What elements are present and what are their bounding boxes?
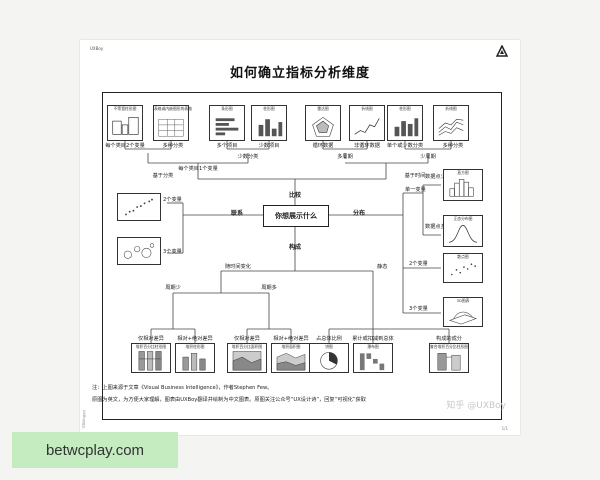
label-cat-two-vars: 每个类目2个变量 [105,143,145,149]
label-static: 静态 [377,264,388,270]
center-question-box: 你想展示什么 [263,205,329,227]
page-number: 1/1 [501,426,508,431]
chart-box-radar: 雷达图 [305,105,341,141]
label-single-or-few: 单个或少数分类 [386,143,424,149]
page-title: 如何确立指标分析维度 [229,66,370,81]
label-relation: 联系 [230,210,244,217]
chart-box-3d: 3D图表 [443,297,483,327]
chart-box-variable-width-column: 不等宽柱形图 [107,105,143,141]
chart-box-column-1: 柱形图 [251,105,287,141]
label-one-var-per-item: 每个类目1个变量 [178,166,218,172]
label-dist-two-vars: 2个变量 [409,261,428,267]
chart-box-stacked-area: 堆积面积图 [271,343,311,373]
label-many-kinds: 多种分类 [442,143,464,149]
label-composition: 构成 [288,244,302,251]
label-comp-4: 占总体比例 [316,336,342,342]
chart-box-waterfall: 瀑布图 [353,343,393,373]
chart-box-scatter-distribution: 散点图 [443,253,483,283]
label-many-cats: 多种分类 [162,143,184,149]
translation-note: 原图为英文，为方便大家理解，图表由UXBoy翻译并绘制为中文图表。原图关注公众号… [92,397,366,403]
chart-box-pie: 饼图 [309,343,349,373]
chart-box-column-2: 柱形图 [387,105,423,141]
label-comp-0: 仅相对差异 [138,336,164,342]
label-change-over-time: 随时间变化 [225,264,251,270]
label-distribution: 分布 [352,210,366,217]
chart-box-bar: 条形图 [209,105,245,141]
zhihu-watermark: 知乎 @UXBoy [446,401,506,411]
label-non-cyclic: 非循环数据 [354,143,380,149]
label-many-items: 多个项目 [216,143,238,149]
chart-box-histogram: 直方图 [443,169,483,201]
label-dist-three-vars: 3个变量 [409,306,428,312]
label-comp-6: 构成的成分 [436,336,462,342]
chart-box-stacked-pct-area: 堆积百分比面积图 [227,343,267,373]
label-many-periods: 多周期 [337,154,353,160]
label-comp-3: 相对+绝对差异 [273,336,309,342]
label-many-periods-comp: 周期多 [261,285,277,291]
chart-box-composite-stacked: 复合堆积百分比柱形图 [429,343,469,373]
site-banner[interactable]: betwcplay.com [12,432,178,468]
chart-box-bubble [117,237,161,265]
brand-label: UXBoy [90,46,104,51]
label-comp-2: 仅相对差异 [234,336,260,342]
diagram-frame: 不等宽柱形图 表格或内嵌图形的表格 条形图 柱形图 雷达图 折线图 柱形图 折 [102,92,502,420]
chart-box-line-1: 折线图 [349,105,385,141]
label-relation-three-vars: 3个变量 [163,249,182,255]
label-comp-5: 累计或扣减到总体 [352,336,394,342]
label-few-periods-comp: 周期少 [165,285,181,291]
chart-box-table-embedded: 表格或内嵌图形的表格 [153,105,192,141]
chart-box-stacked-pct-column: 堆积百分比柱形图 [131,343,171,373]
source-note: 注：上图来源于文章《Visual Business Intelligence》，… [92,385,273,391]
label-relation-two-vars: 2个变量 [163,197,182,203]
label-by-category: 基于分类 [152,173,174,179]
label-cyclic: 循环数据 [312,143,334,149]
label-comp-1: 相对+绝对差异 [177,336,213,342]
chart-box-scatter-relation [117,193,161,221]
label-compare: 比较 [288,192,302,199]
side-vertical-text: UXBoy设计 [82,410,86,429]
chart-box-stacked-column: 堆积柱形图 [175,343,215,373]
document-page: UXBoy 如何确立指标分析维度 [80,40,520,435]
label-few-items: 少数项目 [258,143,280,149]
label-one-var: 单一变量 [405,187,426,193]
label-few-periods: 少周期 [420,154,436,160]
chart-box-line-2: 折线图 [433,105,469,141]
chart-box-normal-distribution: 正态分布图 [443,215,483,247]
triangle-logo-icon [496,45,508,57]
site-banner-text: betwcplay.com [45,441,145,459]
connector-lines [124,141,452,343]
label-by-time: 基于时间 [404,173,426,179]
label-points-many: 数据点多 [425,224,446,230]
label-points-few: 数据点少 [425,174,446,180]
label-few-categories: 少数分类 [237,154,259,160]
